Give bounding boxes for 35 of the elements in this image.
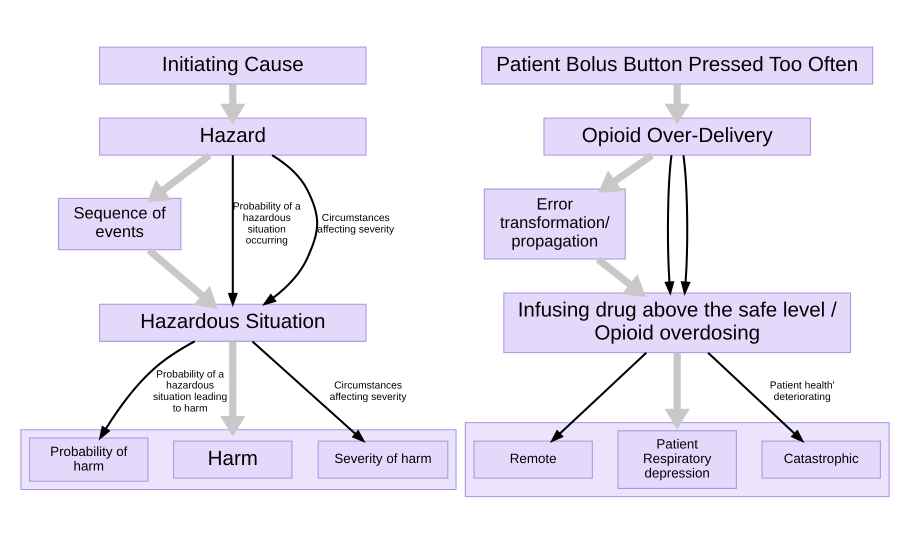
- edge-label: Circumstances affecting severity: [317, 212, 394, 236]
- arrow: [252, 340, 366, 444]
- arrow: [146, 247, 218, 309]
- arrow: [220, 84, 246, 125]
- node-box: Hazardous Situation: [99, 304, 367, 342]
- arrow: [664, 352, 690, 430]
- node-box: Error transformation/ propagation: [484, 188, 626, 260]
- arrow: [262, 154, 318, 306]
- node-box: Sequence of events: [58, 198, 182, 250]
- node-box: Patient Bolus Button Pressed Too Often: [481, 46, 874, 85]
- edge-label: Patient health' deteriorating: [770, 380, 835, 403]
- arrow: [596, 256, 646, 298]
- arrow: [550, 352, 647, 443]
- edge-label: Probability of a hazardous situation leading to harm: [153, 369, 228, 414]
- node-box: Probability of harm: [29, 438, 148, 482]
- node-box: Harm: [173, 440, 292, 479]
- arrow: [707, 352, 805, 443]
- node-box: Initiating Cause: [99, 46, 367, 85]
- arrow: [228, 155, 238, 308]
- arrow: [664, 84, 690, 125]
- arrow: [98, 340, 196, 440]
- arrow: [598, 152, 654, 193]
- node-box: Severity of harm: [318, 440, 448, 479]
- node-box: Patient Respiratory depression: [618, 430, 737, 489]
- cluster: [464, 422, 890, 498]
- arrow: [147, 152, 212, 202]
- arrow: [220, 341, 246, 437]
- edge-label: Circumstances affecting severity: [330, 380, 406, 403]
- arrow: [664, 155, 674, 296]
- arrow: [680, 155, 691, 296]
- node-box: Catastrophic: [762, 440, 881, 479]
- node-box: Hazard: [99, 118, 367, 156]
- node-box: Infusing drug above the safe level / Opioid overdosing: [503, 292, 852, 354]
- node-box: Opioid Over-Delivery: [543, 118, 811, 156]
- node-box: Remote: [474, 440, 593, 479]
